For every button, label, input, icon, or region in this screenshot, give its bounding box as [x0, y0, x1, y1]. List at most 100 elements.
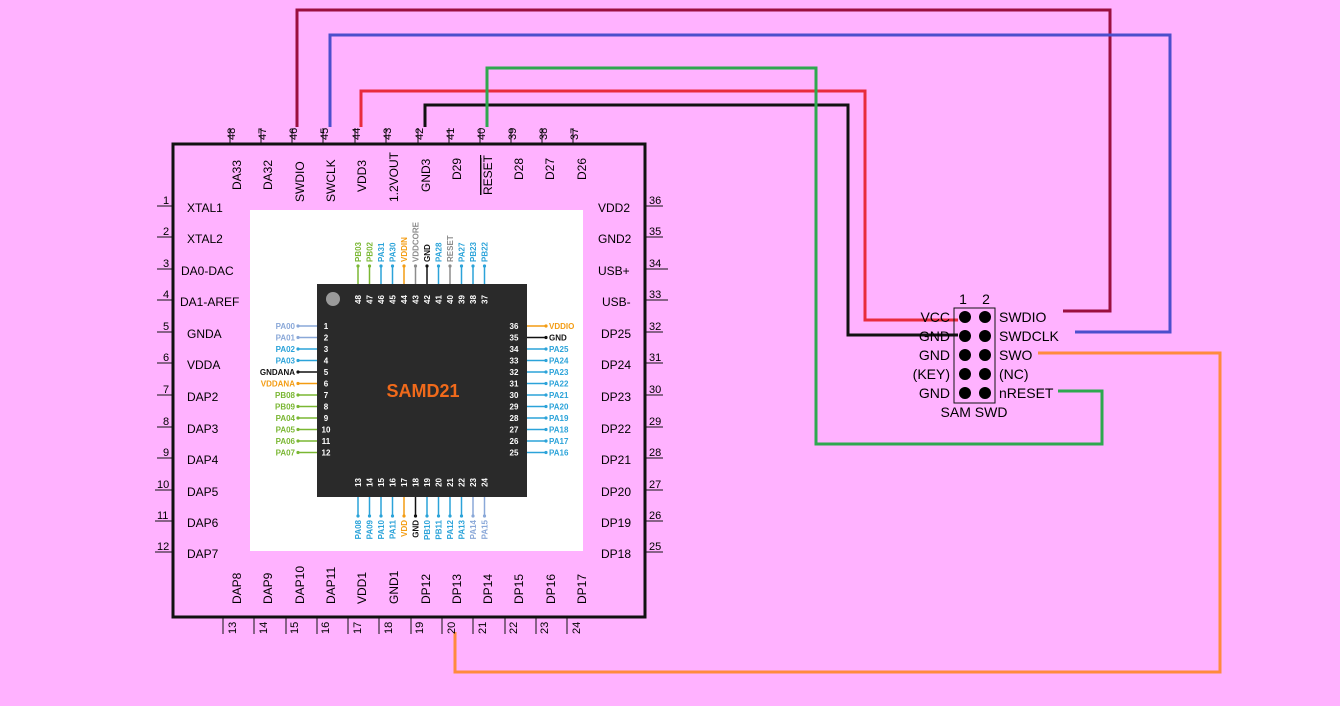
board-pin-label: USB- [602, 295, 631, 309]
chip-pin-number: 38 [469, 295, 478, 304]
chip-pin-label: PA28 [435, 242, 444, 262]
chip-pin-label: PA02 [276, 345, 296, 354]
chip-pin-number: 43 [412, 295, 421, 304]
swd-label-gnd-2: GND [919, 347, 950, 363]
chip-pin-dot [482, 264, 487, 268]
wires [295, 8, 1222, 674]
board-pin-number: 36 [649, 195, 661, 207]
board-pin-label: SWCLK [324, 159, 338, 202]
chip-pin-label: PA10 [377, 519, 386, 539]
wire-swdio [295, 8, 1112, 313]
chip-pin-dot [544, 439, 548, 443]
board-pin-label: DAP6 [187, 516, 219, 530]
board-pin-label: DA32 [261, 160, 275, 190]
chip-pin-dot [367, 514, 372, 518]
chip-pin-number: 6 [324, 380, 329, 389]
board-pin-number: 7 [163, 384, 169, 396]
board-pin-label: SWDIO [293, 161, 307, 202]
board-pin-number: 47 [257, 128, 269, 140]
pin1-marker [326, 292, 340, 306]
chip-pin-label: GND [549, 334, 567, 343]
swd-label-gnd-1: GND [919, 328, 950, 344]
chip-pin-number: 48 [354, 295, 363, 304]
chip-pin-dot [356, 264, 360, 268]
chip-pin-number: 23 [469, 477, 478, 486]
chip-pin-dot [459, 264, 464, 268]
board-pin-number: 42 [414, 128, 426, 140]
board-pin-number: 32 [649, 321, 661, 333]
chip-pin-label: PA09 [366, 519, 375, 539]
board-pin-label: 1.2VOUT [387, 151, 401, 202]
board-pin-label: DP12 [419, 574, 433, 604]
board-pin-label: D29 [450, 158, 464, 180]
swd-label-swdclk: SWDCLK [999, 328, 1060, 344]
swd-label-key: (KEY) [913, 366, 950, 382]
board-pin-label: DA33 [230, 160, 244, 190]
chip-pin-dot [379, 264, 383, 268]
board-pin-label: DAP5 [187, 485, 219, 499]
chip-pin-dot [296, 450, 300, 455]
chip-pin-label: GND [423, 244, 432, 262]
chip-pin-label: PA12 [446, 519, 455, 539]
chip-pin-dot [544, 324, 548, 328]
chip-pin-number: 33 [510, 357, 519, 366]
chip-pin-dot [402, 514, 406, 518]
board-pin-number: 27 [649, 479, 661, 491]
chip-pin-dot [544, 370, 548, 374]
swd-label-gnd-3: GND [919, 385, 950, 401]
swd-pin [979, 349, 991, 361]
board-pin-label: D27 [543, 158, 557, 180]
chip-pin-number: 2 [324, 334, 329, 343]
board-pin-label: D26 [575, 158, 589, 180]
chip-pin-label: PA25 [549, 345, 569, 354]
chip-pin-label: PA00 [276, 322, 296, 331]
chip-pin-label: PA31 [377, 242, 386, 262]
board-pin-number: 29 [649, 416, 661, 428]
chip-pin-number: 3 [324, 345, 329, 354]
chip-pin-number: 42 [423, 295, 432, 304]
board-pin-label: VDD3 [355, 160, 369, 192]
board-pin-number: 20 [446, 622, 458, 634]
board-pin-label: DP18 [601, 547, 631, 561]
chip-pin-label: PA06 [276, 437, 296, 446]
chip-pin-number: 14 [366, 477, 375, 486]
chip-pin-number: 25 [510, 449, 519, 458]
chip-pin-label: PA08 [354, 519, 363, 539]
chip-pin-label: PA18 [549, 426, 569, 435]
board-pin-label: DAP3 [187, 422, 219, 436]
chip-pin-dot [390, 264, 395, 268]
board-pin-label: DAP7 [187, 547, 219, 561]
chip-pin-dot [296, 347, 300, 351]
board-pin-number: 43 [382, 128, 394, 140]
board-pin-number: 23 [539, 622, 551, 634]
board-pin-number: 18 [383, 622, 395, 634]
chip-pin-number: 17 [400, 477, 409, 486]
board-pin-label: DP17 [575, 574, 589, 604]
chip-pin-label: PB11 [435, 519, 444, 539]
chip-pin-number: 29 [510, 403, 519, 412]
chip-pin-dot [296, 416, 300, 420]
board-pin-number: 4 [163, 289, 169, 301]
chip-pin-number: 41 [435, 295, 444, 304]
board-pin-label: DP20 [601, 485, 631, 499]
swd-label-swo: SWO [999, 347, 1033, 363]
